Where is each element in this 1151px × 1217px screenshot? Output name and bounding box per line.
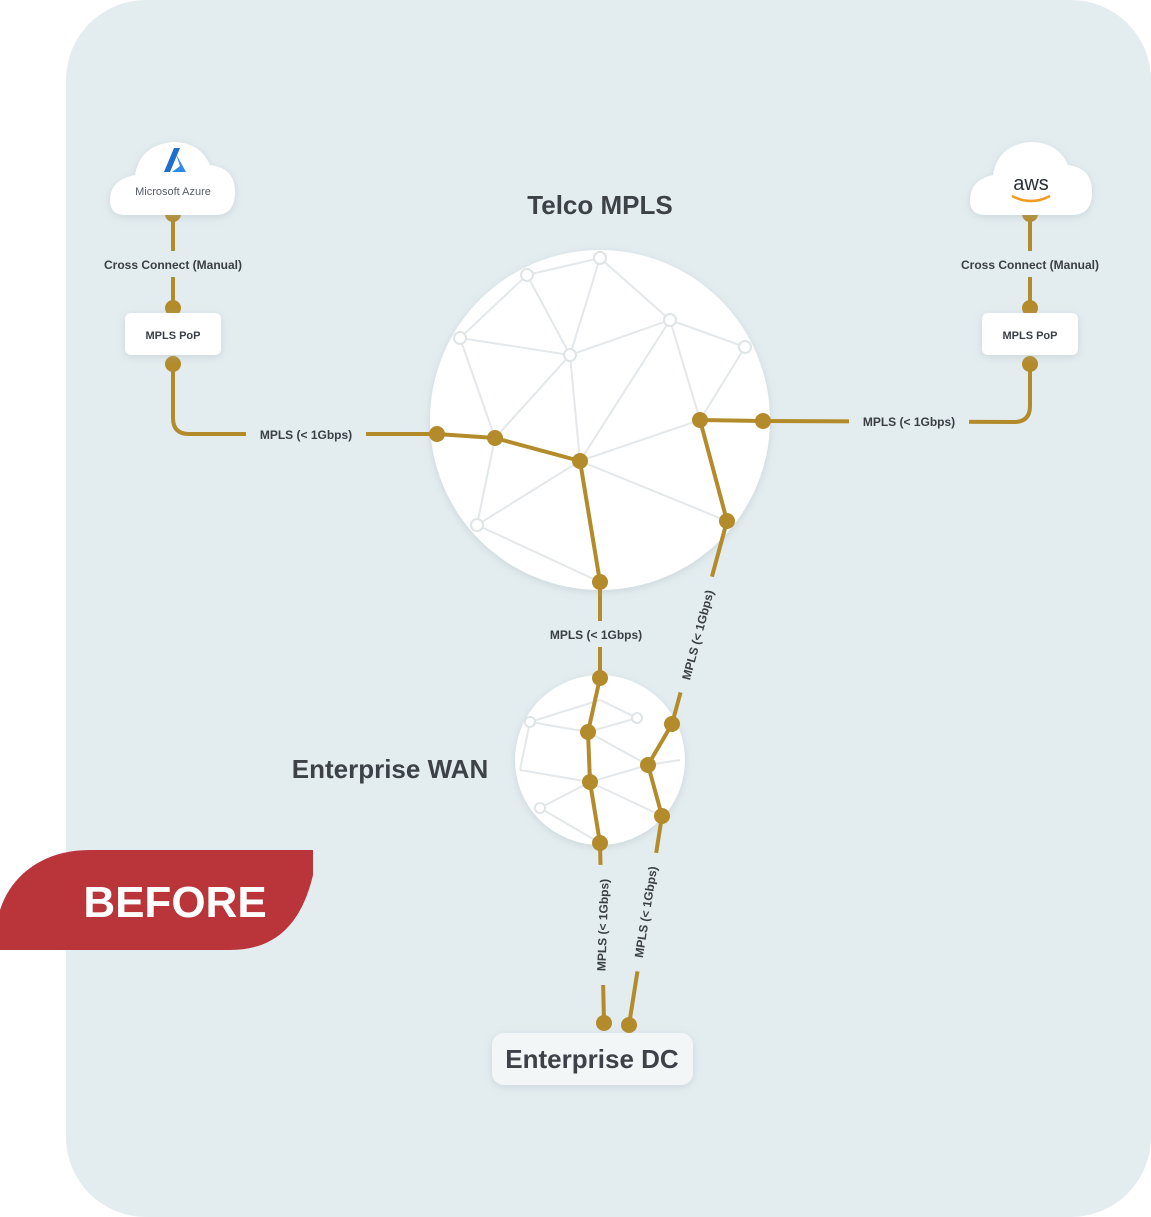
mpls-pop-right-label: MPLS PoP bbox=[1002, 330, 1057, 342]
cross-connect-right-label: Cross Connect (Manual) bbox=[961, 258, 1099, 272]
mesh-node bbox=[631, 712, 643, 724]
mpls-right-label: MPLS (< 1Gbps) bbox=[863, 415, 955, 429]
enterprise-dc-title: Enterprise DC bbox=[505, 1044, 679, 1074]
enterprise-wan-title: Enterprise WAN bbox=[292, 754, 489, 784]
cross-connect-right-tag: Cross Connect (Manual) bbox=[942, 251, 1118, 277]
aws-smile-icon bbox=[1011, 194, 1051, 203]
link-node bbox=[640, 757, 656, 773]
azure-name: Microsoft Azure bbox=[135, 186, 211, 198]
mpls-right-tag: MPLS (< 1Gbps) bbox=[849, 409, 969, 433]
link-node bbox=[429, 426, 445, 442]
link-node bbox=[654, 808, 670, 824]
cross-connect-left-label: Cross Connect (Manual) bbox=[104, 258, 242, 272]
cross-connect-left-tag: Cross Connect (Manual) bbox=[85, 251, 261, 277]
mpls-dc-left-label: MPLS (< 1Gbps) bbox=[594, 879, 611, 972]
link-node bbox=[487, 430, 503, 446]
enterprise-wan-cloud bbox=[515, 675, 685, 845]
azure-logo-icon bbox=[164, 148, 186, 172]
enterprise-dc-node: Enterprise DC bbox=[492, 1033, 693, 1085]
mesh-node bbox=[534, 802, 546, 814]
mesh-node bbox=[470, 518, 484, 532]
link-node bbox=[165, 356, 181, 372]
azure-cloud: Microsoft Azure bbox=[110, 142, 235, 215]
before-label: BEFORE bbox=[83, 878, 266, 927]
link-node bbox=[1022, 356, 1038, 372]
link-node bbox=[592, 574, 608, 590]
mesh-node bbox=[593, 251, 607, 265]
mesh-node bbox=[563, 348, 577, 362]
mpls-left-tag: MPLS (< 1Gbps) bbox=[246, 422, 366, 446]
link-node bbox=[582, 774, 598, 790]
mpls-diagonal-tag: MPLS (< 1Gbps) bbox=[670, 574, 726, 696]
link-node bbox=[592, 670, 608, 686]
mesh-node bbox=[453, 331, 467, 345]
link-left-pop-telco bbox=[171, 362, 439, 436]
mesh-node bbox=[520, 268, 534, 282]
telco-mesh bbox=[459, 257, 746, 583]
telco-mpls-title: Telco MPLS bbox=[527, 190, 672, 220]
link-node bbox=[1022, 300, 1038, 316]
mpls-dc-right-tag: MPLS (< 1Gbps) bbox=[624, 851, 668, 973]
link-right-pop-telco bbox=[761, 362, 1032, 424]
link-node bbox=[165, 300, 181, 316]
mpls-left-label: MPLS (< 1Gbps) bbox=[260, 428, 352, 442]
aws-name: aws bbox=[1013, 173, 1049, 195]
link-node bbox=[692, 412, 708, 428]
mpls-pop-left-label: MPLS PoP bbox=[145, 330, 200, 342]
before-badge: BEFORE bbox=[0, 850, 313, 950]
mpls-pop-right: MPLS PoP bbox=[982, 313, 1078, 355]
link-node bbox=[572, 453, 588, 469]
mpls-center-label: MPLS (< 1Gbps) bbox=[550, 628, 642, 642]
mesh-node bbox=[663, 313, 677, 327]
aws-cloud: aws bbox=[970, 142, 1092, 215]
mpls-dc-left-tag: MPLS (< 1Gbps) bbox=[588, 864, 618, 986]
mpls-pop-left: MPLS PoP bbox=[125, 313, 221, 355]
link-nodes bbox=[165, 206, 1038, 1033]
mpls-center-tag: MPLS (< 1Gbps) bbox=[535, 621, 657, 647]
mesh-node bbox=[524, 716, 536, 728]
link-node bbox=[596, 1015, 612, 1031]
link-node bbox=[664, 716, 680, 732]
mesh-node bbox=[738, 340, 752, 354]
wan-mesh bbox=[519, 699, 681, 844]
link-node bbox=[621, 1017, 637, 1033]
link-node bbox=[580, 724, 596, 740]
telco-mpls-cloud bbox=[430, 250, 770, 590]
link-node bbox=[755, 413, 771, 429]
link-node bbox=[719, 513, 735, 529]
link-node bbox=[592, 835, 608, 851]
